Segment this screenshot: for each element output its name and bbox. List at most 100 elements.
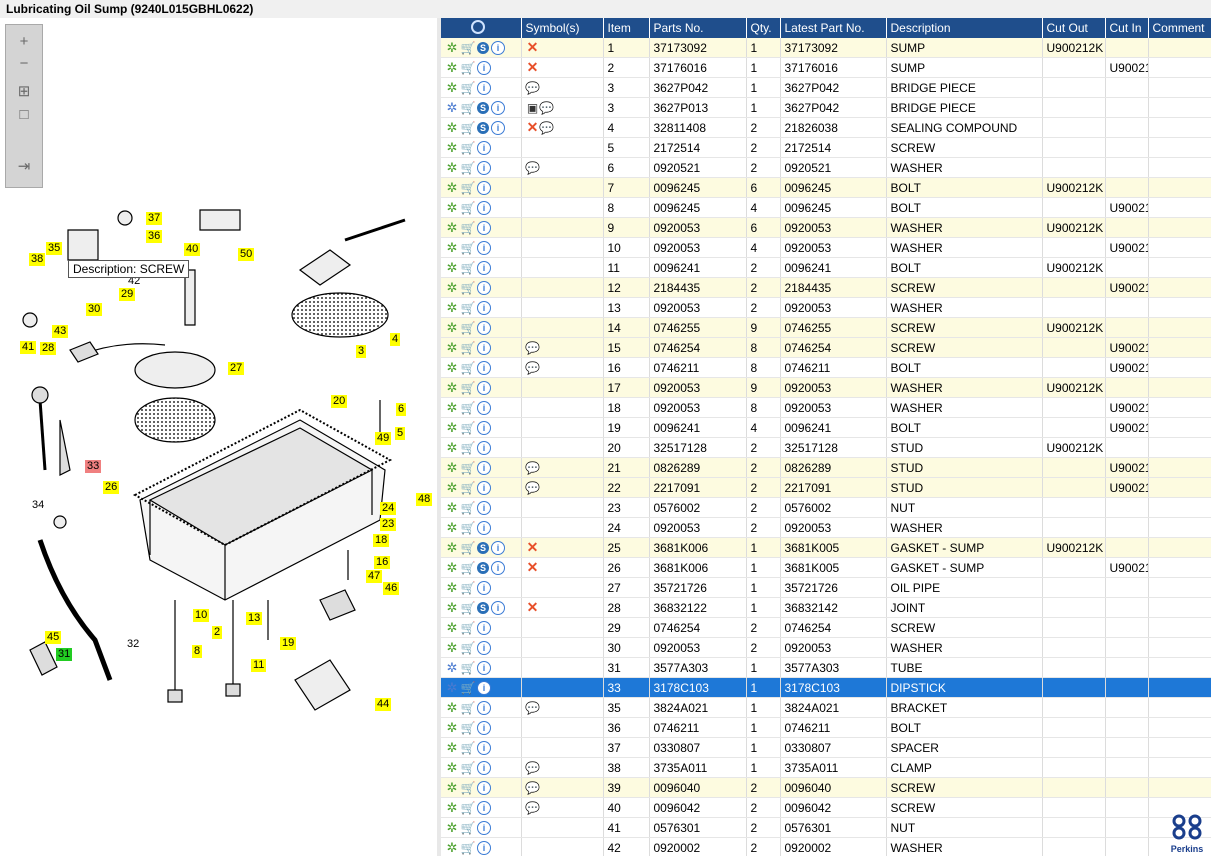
- info-icon[interactable]: i: [477, 340, 491, 355]
- zoom-out-icon[interactable]: −: [19, 54, 29, 72]
- gear-icon[interactable]: ✲: [446, 639, 458, 655]
- callout-27[interactable]: 27: [228, 362, 245, 375]
- cart-icon[interactable]: 🛒: [460, 360, 476, 375]
- cart-icon[interactable]: 🛒: [460, 720, 476, 735]
- cart-icon[interactable]: 🛒: [460, 80, 476, 95]
- comment-bubble-icon[interactable]: 💬: [525, 340, 540, 355]
- cart-icon[interactable]: 🛒: [460, 420, 476, 435]
- callout-5[interactable]: 5: [395, 427, 406, 440]
- info-icon[interactable]: i: [491, 540, 505, 555]
- gear-icon[interactable]: ✲: [446, 819, 458, 835]
- gear-icon[interactable]: ✲: [446, 159, 458, 175]
- fit-to-window-icon[interactable]: ⊞: [17, 83, 31, 100]
- comment-bubble-icon[interactable]: 💬: [525, 160, 540, 175]
- info-icon[interactable]: i: [477, 300, 491, 315]
- info-icon[interactable]: i: [477, 420, 491, 435]
- column-header-cut-in[interactable]: Cut In: [1105, 18, 1149, 38]
- info-icon[interactable]: i: [491, 100, 505, 115]
- gear-icon[interactable]: ✲: [446, 199, 458, 215]
- info-icon[interactable]: i: [477, 620, 491, 635]
- info-icon[interactable]: i: [477, 500, 491, 515]
- cart-icon[interactable]: 🛒: [460, 300, 476, 315]
- column-header-latest-part-no[interactable]: Latest Part No.: [780, 18, 887, 38]
- cart-icon[interactable]: 🛒: [460, 620, 476, 635]
- info-icon[interactable]: i: [477, 400, 491, 415]
- callout-32[interactable]: 32: [127, 638, 140, 650]
- gear-icon[interactable]: ✲: [446, 499, 458, 515]
- gear-icon[interactable]: ✲: [446, 359, 458, 375]
- callout-36[interactable]: 36: [146, 230, 163, 243]
- info-icon[interactable]: i: [477, 660, 491, 675]
- column-header-comment[interactable]: Comment: [1148, 18, 1211, 38]
- callout-4[interactable]: 4: [390, 333, 401, 346]
- callout-3[interactable]: 3: [356, 345, 367, 358]
- callout-13[interactable]: 13: [246, 612, 263, 625]
- gear-group-icon[interactable]: ✲: [446, 99, 458, 115]
- info-icon[interactable]: i: [477, 280, 491, 295]
- cart-icon[interactable]: 🛒: [460, 240, 476, 255]
- gear-icon[interactable]: ✲: [446, 439, 458, 455]
- info-icon[interactable]: i: [477, 720, 491, 735]
- callout-11[interactable]: 11: [251, 659, 267, 672]
- info-icon[interactable]: i: [477, 840, 491, 855]
- gear-icon[interactable]: ✲: [446, 139, 458, 155]
- info-icon[interactable]: i: [477, 160, 491, 175]
- gear-icon[interactable]: ✲: [446, 219, 458, 235]
- cart-icon[interactable]: 🛒: [460, 220, 476, 235]
- gear-icon[interactable]: ✲: [446, 339, 458, 355]
- gear-icon[interactable]: ✲: [446, 39, 458, 55]
- cart-icon[interactable]: 🛒: [460, 680, 476, 695]
- service-icon[interactable]: S: [477, 101, 489, 114]
- gear-icon[interactable]: ✲: [446, 299, 458, 315]
- info-icon[interactable]: i: [477, 640, 491, 655]
- gear-icon[interactable]: ✲: [446, 259, 458, 275]
- gear-icon[interactable]: ✲: [446, 239, 458, 255]
- callout-28[interactable]: 28: [40, 342, 57, 355]
- column-header-cut-out[interactable]: Cut Out: [1042, 18, 1106, 38]
- gear-icon[interactable]: ✲: [446, 519, 458, 535]
- info-icon[interactable]: i: [477, 260, 491, 275]
- gear-icon[interactable]: ✲: [446, 379, 458, 395]
- callout-43[interactable]: 43: [52, 325, 69, 338]
- cart-icon[interactable]: 🛒: [460, 60, 476, 75]
- callout-33[interactable]: 33: [85, 460, 102, 473]
- gear-icon[interactable]: ✲: [446, 759, 458, 775]
- comment-bubble-icon[interactable]: 💬: [539, 100, 554, 115]
- callout-16[interactable]: 16: [374, 556, 391, 569]
- callout-31[interactable]: 31: [56, 648, 73, 661]
- cart-icon[interactable]: 🛒: [460, 140, 476, 155]
- callout-41[interactable]: 41: [20, 341, 37, 354]
- info-icon[interactable]: i: [477, 740, 491, 755]
- service-icon[interactable]: S: [477, 561, 489, 574]
- info-icon[interactable]: i: [477, 140, 491, 155]
- info-icon[interactable]: i: [491, 560, 505, 575]
- cart-icon[interactable]: 🛒: [460, 540, 476, 555]
- cart-icon[interactable]: 🛒: [460, 640, 476, 655]
- zoom-in-icon[interactable]: +: [19, 32, 29, 50]
- cart-icon[interactable]: 🛒: [460, 320, 476, 335]
- cart-icon[interactable]: 🛒: [460, 440, 476, 455]
- actual-size-icon[interactable]: □: [19, 105, 29, 123]
- callout-23[interactable]: 23: [380, 518, 397, 531]
- cart-icon[interactable]: 🛒: [460, 740, 476, 755]
- cart-icon[interactable]: 🛒: [460, 600, 476, 615]
- document-icon[interactable]: ▣: [526, 100, 539, 115]
- info-icon[interactable]: i: [477, 580, 491, 595]
